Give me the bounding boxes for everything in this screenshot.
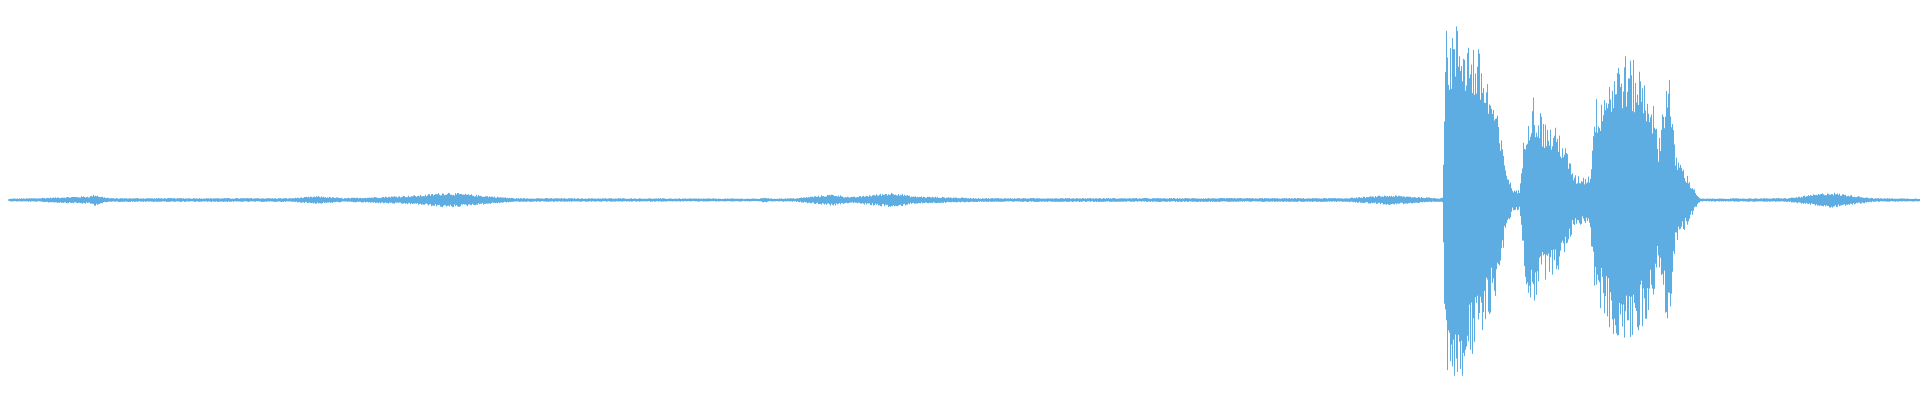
waveform-path <box>8 26 1920 376</box>
